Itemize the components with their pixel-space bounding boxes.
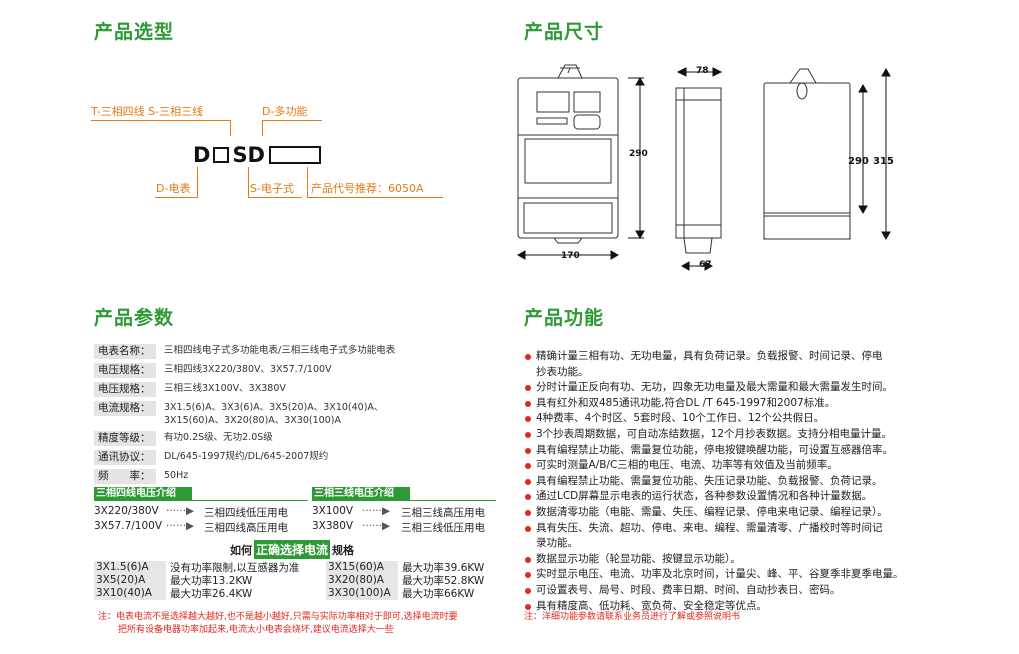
voltage-spec: 3X57.7/100V (94, 520, 163, 532)
list-item: 3个抄表周期数据，可自动冻结数据，12个月抄表数据。支持分相电量计量。 (524, 427, 994, 443)
current-desc: 最大功率39.6KW (402, 562, 485, 574)
param-row: 通讯协议： DL/645-1997规约/DL/645-2007规约 (94, 450, 395, 465)
voltage-desc: 三相四线低压用电 (204, 507, 288, 519)
dimension-drawing (516, 64, 891, 271)
list-item: 具有精度高、低功耗、宽负荷、安全稳定等优点。 (524, 599, 994, 615)
current-spec: 3X20(80)A (326, 574, 398, 587)
list-item: 精确计量三相有功、无功电量，具有负荷记录。负载报警、时间记录、停电 (524, 349, 994, 365)
current-spec: 3X5(20)A (94, 574, 166, 587)
function-list: 精确计量三相有功、无功电量，具有负荷记录。负载报警、时间记录、停电 抄表功能。 … (524, 349, 994, 614)
voltage-spec: 3X220/380V (94, 505, 159, 517)
voltage-desc: 三相四线高压用电 (204, 522, 288, 534)
param-row: 电流规格： 3X1.5(6)A、3X3(6)A、3X5(20)A、3X10(40… (94, 401, 395, 427)
note-current-line2: 把所有设备电器功率加起来,电流太小电表会烧坏,建议电流选择大一些 (118, 625, 394, 635)
param-value: 50Hz (164, 470, 189, 481)
list-item: 具有失压、失流、超功、停电、来电、编程、需量清零、广播校时等时间记 (524, 521, 994, 537)
current-desc: 没有功率限制,以互感器为准 (170, 562, 300, 574)
current-guide-title: 如何 正确选择电流 规格 (230, 540, 354, 559)
note-current-line1: 注：电表电流不是选择越大越好,也不是越小越好,只需与实际功率相对于即可,选择电流… (98, 612, 458, 622)
param-value: 有功0.2S级、无功2.0S级 (164, 432, 273, 443)
dim-height-back: 290 (848, 156, 869, 167)
arrow-icon: ······▶ (166, 520, 195, 532)
param-value: 三相三线3X100V、3X380V (164, 383, 286, 394)
list-item: 实时显示电压、电流、功率及北京时间，计量尖、峰、平、谷夏季非夏季电量。 (524, 567, 994, 583)
note-functions: 注：洋细功能参数请联系业务员进行了解或参照说明书 (524, 612, 741, 622)
current-spec: 3X30(100)A (326, 587, 398, 600)
param-row: 电压规格： 三相三线3X100V、3X380V (94, 382, 395, 397)
code-sd: SD (232, 143, 265, 167)
three-wire-title: 三相三线电压介绍 (312, 487, 410, 501)
arrow-icon: ······▶ (362, 505, 391, 517)
current-desc: 最大功率66KW (402, 588, 475, 600)
recommend-label: 产品代号推荐：6050A (311, 182, 424, 195)
title-product-functions: 产品功能 (524, 307, 605, 329)
list-item: 数据显示功能（轮显功能、按键显示功能）。 (524, 552, 994, 568)
list-item: 数据清零功能（电能、需量、失压、编程记录、停电来电记录、编程记录）。 (524, 505, 994, 521)
param-row: 电表名称： 三相四线电子式多功能电表/三相三线电子式多功能电表 (94, 344, 395, 359)
code-box (213, 147, 230, 163)
param-row: 精度等级： 有功0.2S级、无功2.0S级 (94, 431, 395, 446)
electronic-label: S-电子式 (250, 182, 294, 195)
param-row: 频 率： 50Hz (94, 469, 395, 484)
list-item: 具有编程禁止功能、需量复位功能，停电按键唤醒功能，可设置互感器倍率。 (524, 443, 994, 459)
param-value: 三相四线电子式多功能电表/三相三线电子式多功能电表 (164, 345, 396, 356)
list-item: 可实时测量A/B/C三相的电压、电流、功率等有效值及当前频率。 (524, 458, 994, 474)
list-item: 分时计量正反向有功、无功，四象无功电量及最大需量和最大需量发生时间。 (524, 380, 994, 396)
arrow-icon: ······▶ (362, 520, 391, 532)
multi-function-label: D-多功能 (262, 105, 308, 118)
title-product-params: 产品参数 (94, 307, 175, 329)
param-row: 电压规格： 三相四线3X220/380V、3X57.7/100V (94, 363, 395, 378)
param-key: 精度等级： (94, 431, 156, 446)
list-item: 具有编程禁止功能、需量复位功能、失压记录功能、负载报警、负荷记录。 (524, 474, 994, 490)
voltage-spec: 3X100V (312, 505, 354, 517)
param-key: 电压规格： (94, 382, 156, 397)
param-key: 通讯协议： (94, 450, 156, 465)
guide-pre: 如何 (230, 543, 252, 557)
current-spec: 3X1.5(6)A (94, 561, 166, 574)
dim-height-total: 315 (873, 156, 894, 167)
param-key: 电压规格： (94, 363, 156, 378)
param-table: 电表名称： 三相四线电子式多功能电表/三相三线电子式多功能电表 电压规格： 三相… (94, 344, 395, 488)
current-spec: 3X15(60)A (326, 561, 398, 574)
list-item: 录功能。 (536, 537, 578, 550)
list-item: 抄表功能。 (536, 365, 589, 378)
param-value-line2: 3X15(60)A、3X20(80)A、3X30(100)A (164, 415, 341, 426)
param-key: 电表名称： (94, 344, 156, 359)
param-key: 电流规格： (94, 401, 156, 416)
current-desc: 最大功率52.8KW (402, 575, 485, 587)
list-item: 通过LCD屏幕显示电表的运行状态，各种参数设置情况和各种计量数据。 (524, 489, 994, 505)
param-value-line1: 3X1.5(6)A、3X3(6)A、3X5(20)A、3X10(40)A、 (164, 402, 384, 413)
meter-label: D-电表 (156, 182, 191, 195)
list-item: 4种费率、4个时区、5套时段、10个工作日、12个公共假日。 (524, 411, 994, 427)
dim-depth-bottom: 67 (699, 260, 712, 270)
voltage-desc: 三相三线低压用电 (401, 522, 485, 534)
current-desc: 最大功率13.2KW (170, 575, 253, 587)
title-product-selection: 产品选型 (94, 21, 175, 43)
list-item: 具有红外和双485通讯功能,符合DL /T 645-1997和2007标准。 (524, 396, 994, 412)
voltage-desc: 三相三线高压用电 (401, 507, 485, 519)
current-spec: 3X10(40)A (94, 587, 166, 600)
wiring-label: T-三相四线 S-三相三线 (91, 105, 204, 118)
guide-highlight: 正确选择电流 (254, 540, 331, 559)
arrow-icon: ······▶ (166, 505, 195, 517)
code-d: D (193, 143, 211, 167)
param-value: DL/645-1997规约/DL/645-2007规约 (164, 451, 329, 462)
param-key: 频 率： (94, 469, 156, 484)
four-wire-title: 三相四线电压介绍 (94, 487, 192, 501)
dim-width: 170 (561, 251, 580, 261)
list-item: 可设置表号、局号、时段、费率日期、时间、自动抄表日、密码。 (524, 583, 994, 599)
current-desc: 最大功率26.4KW (170, 588, 253, 600)
guide-post: 规格 (332, 543, 355, 557)
code-long-box (269, 146, 321, 164)
dim-depth-top: 78 (696, 66, 709, 76)
param-value: 3X1.5(6)A、3X3(6)A、3X5(20)A、3X10(40)A、 3X… (164, 401, 383, 427)
title-product-dimensions: 产品尺寸 (524, 21, 605, 43)
dim-height-front: 290 (629, 149, 648, 159)
param-value: 三相四线3X220/380V、3X57.7/100V (164, 364, 332, 375)
voltage-spec: 3X380V (312, 520, 354, 532)
model-code: D SD (193, 143, 321, 167)
